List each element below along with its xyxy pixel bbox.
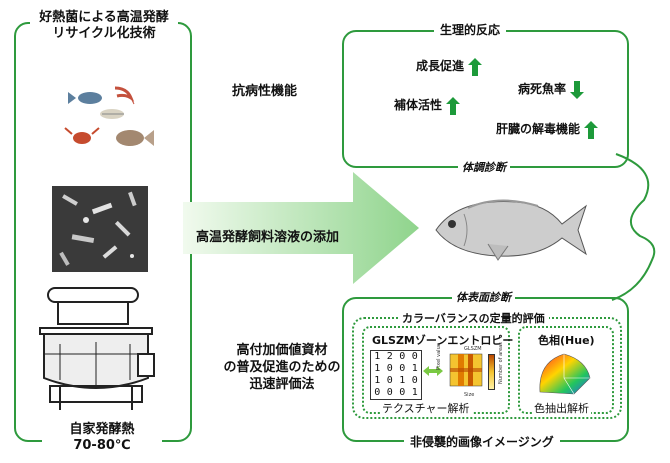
glszm-heatmap-chart [449,353,483,387]
hue-color-cube [539,353,591,395]
fermentation-tank-illustration [39,287,155,410]
color-extraction-label: 色抽出解析 [532,400,591,416]
surface-diagnosis-title: 体表面診断 [452,289,515,305]
growth-item: 成長促進 [416,57,483,76]
left-panel-footer: 自家発酵熱 70-80℃ [42,422,162,454]
feed-addition-label: 高温発酵飼料溶液の添加 [196,230,340,245]
big-process-arrow [183,172,419,284]
disease-resistance-label: 抗病性機能 [232,84,298,99]
liver-label: 肝臓の解毒機能 [496,122,581,136]
glszm-chart-axis-top: GLSZM [464,346,482,352]
glszm-chart-axis-right: Number of areas [498,342,504,384]
glszm-title: GLSZMゾーンエントロピー [372,334,514,347]
mortality-item: 病死魚率 [518,80,585,99]
texture-analysis-label: テクスチャー解析 [380,400,472,416]
matrix-to-chart-arrow [423,366,443,376]
physiological-response-panel [342,30,629,168]
double-arrow-icon [386,244,412,254]
fish-icon [68,92,102,104]
crab-icon [64,127,100,144]
noninvasive-imaging-label: 非侵襲的画像イメージング [404,433,560,450]
left-panel-title: 好熱菌による高温発酵 リサイクル化技術 [30,10,178,42]
seafood-illustration [64,86,154,146]
arrow-down-icon [570,80,585,99]
fish-skeleton-icon [100,109,124,119]
color-balance-title: カラーバランスの定量的評価 [398,310,549,326]
shrimp-icon [114,86,135,105]
microbe-micrograph [52,186,148,272]
growth-label: 成長促進 [416,59,465,73]
arrow-up-icon [584,120,599,139]
liver-item: 肝臓の解毒機能 [496,120,599,139]
complement-item: 補体活性 [394,96,461,115]
heatmap-colorbar [488,354,495,390]
connector-curve [611,153,656,301]
fish-head-icon [116,130,154,146]
arrow-up-icon [446,96,461,115]
hue-title: 色相(Hue) [538,334,595,347]
glszm-chart-axis-y: Pixel value [436,343,442,370]
sea-bream-illustration [435,199,587,261]
rapid-evaluation-text: 高付加価値資材 の普及促進のための 迅速評価法 [223,343,341,392]
arrow-up-icon [468,57,483,76]
complement-label: 補体活性 [394,98,443,112]
health-diagnosis-label: 体調診断 [458,159,510,175]
glszm-chart-axis-x: Size [464,392,475,398]
physiological-response-title: 生理的反応 [434,21,507,38]
mortality-label: 病死魚率 [518,82,567,96]
